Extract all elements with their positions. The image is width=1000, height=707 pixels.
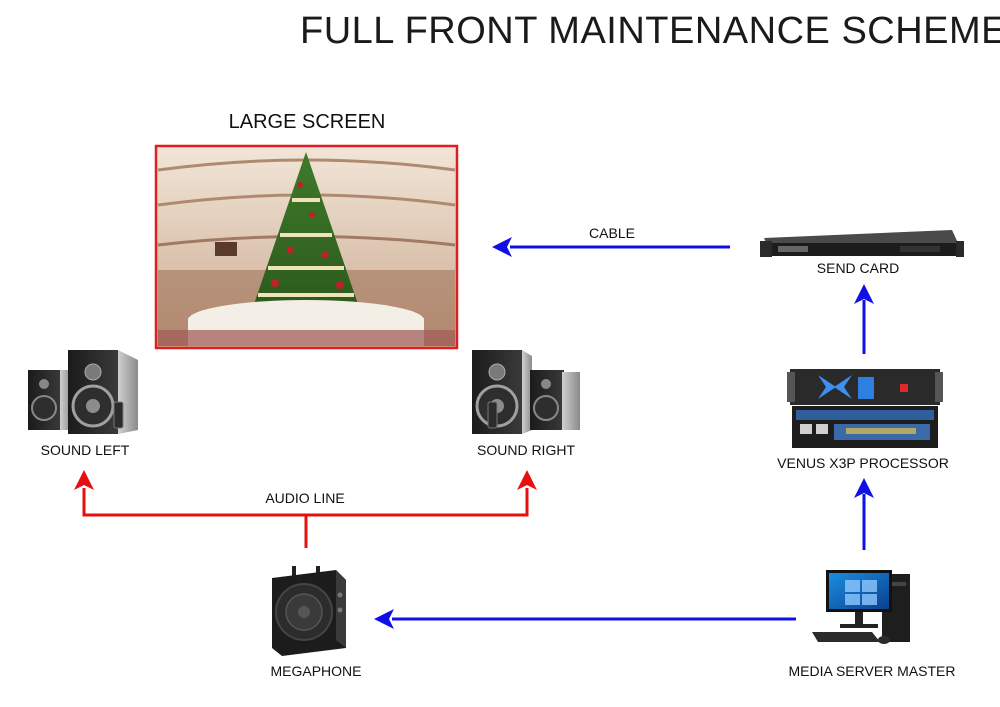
sound-left-label: SOUND LEFT <box>40 442 130 458</box>
large-screen <box>154 144 459 350</box>
edge-audio-line <box>74 470 537 548</box>
audio-line-label: AUDIO LINE <box>265 490 345 506</box>
led-screen-icon <box>157 152 456 346</box>
speaker-icon <box>28 350 138 434</box>
cable-label: CABLE <box>589 225 635 241</box>
speaker-icon <box>472 350 580 434</box>
page-title: FULL FRONT MAINTENANCE SCHEME <box>300 10 1000 52</box>
send-card-icon <box>760 230 964 257</box>
megaphone-label: MEGAPHONE <box>270 663 362 679</box>
processor-label: VENUS X3P PROCESSOR <box>777 455 949 471</box>
edge-server-to-megaphone <box>374 609 796 629</box>
media-server-label: MEDIA SERVER MASTER <box>788 663 956 679</box>
large-screen-label: LARGE SCREEN <box>228 111 386 133</box>
send-card-label: SEND CARD <box>816 260 900 276</box>
edge-server-to-processor <box>854 478 874 550</box>
edge-cable <box>492 237 730 257</box>
sound-right-label: SOUND RIGHT <box>477 442 575 458</box>
video-processor-icon <box>787 369 943 448</box>
edge-processor-to-send-card <box>854 284 874 354</box>
megaphone-icon <box>272 566 346 656</box>
computer-icon <box>812 570 910 644</box>
